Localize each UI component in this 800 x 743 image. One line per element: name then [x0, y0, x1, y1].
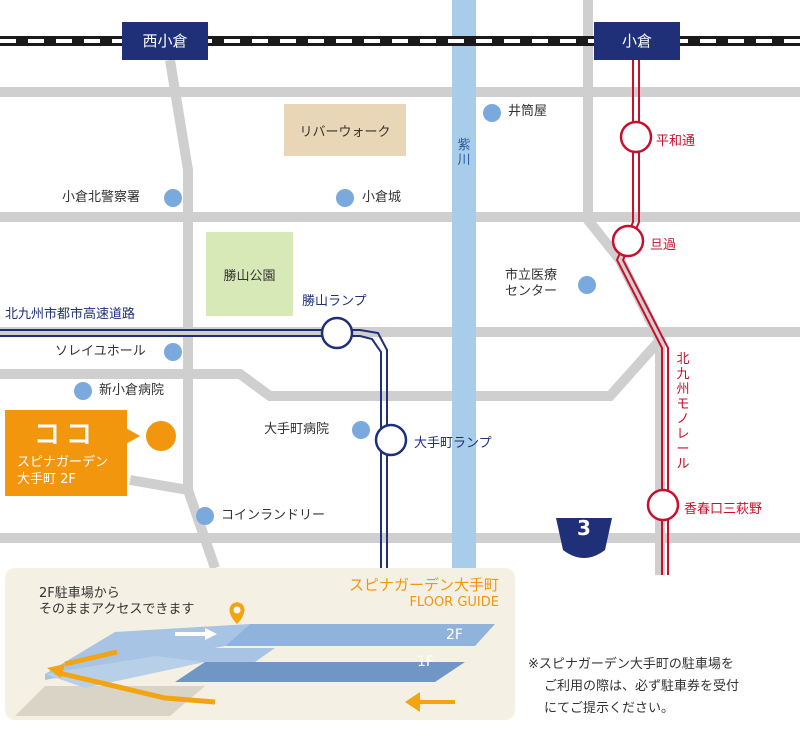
poi-dots: [74, 104, 596, 525]
route-arrow-lower: [54, 669, 216, 705]
poi-izutsuya-dot: [483, 104, 501, 122]
guide-ground: [15, 686, 205, 716]
monorail-station-kasuga: [646, 488, 680, 522]
floor-1f-label: 1F: [417, 654, 434, 670]
label-medical-line1: 市立医療: [505, 268, 558, 283]
ramp-otemachi: [374, 423, 408, 457]
label-otemachi-hospital: 大手町病院: [264, 422, 330, 437]
monorail-line: [615, 60, 669, 575]
label-medical-line2: センター: [505, 284, 558, 300]
here-title: ココ: [33, 420, 98, 450]
floor-2f-label: 2F: [446, 627, 463, 643]
label-monorail: 北九州モノレール: [676, 352, 690, 472]
floor-guide-subtitle: FLOOR GUIDE: [409, 595, 499, 610]
floor-guide-panel: 2F駐車場から そのままアクセスできます スピナガーデン大手町 FLOOR GU…: [5, 568, 515, 720]
arrow-head: [47, 664, 65, 678]
exit-arrow: [405, 692, 455, 712]
label-otemachi-ramp: 大手町ランプ: [414, 436, 492, 451]
route-3-shield: [556, 518, 612, 558]
monorail-station-tanga: [611, 224, 645, 258]
parking-note-line2: ご利用の際は、必ず駐車券を受付: [544, 679, 740, 694]
road: [0, 336, 664, 401]
katsuyama-park: 勝山公園: [206, 232, 293, 316]
here-marker: [146, 421, 176, 451]
floor-guide-header: スピナガーデン大手町 FLOOR GUIDE: [349, 574, 499, 610]
access-note-line2: そのままアクセスできます: [39, 602, 195, 618]
label-castle: 小倉城: [362, 190, 402, 205]
here-line2: 大手町 2F: [17, 472, 76, 487]
label-kasuga: 香春口三萩野: [684, 502, 763, 517]
label-river: 紫川: [457, 138, 471, 168]
route-arrow-upper: [64, 649, 118, 667]
label-police: 小倉北警察署: [62, 190, 141, 205]
here-box: ココ スピナガーデン 大手町 2F: [5, 410, 127, 496]
access-note: 2F駐車場から そのままアクセスできます: [39, 586, 194, 619]
label-medical: 市立医療 センター: [505, 268, 557, 301]
entry-arrow: [175, 628, 217, 640]
road: [129, 475, 189, 495]
parking-note-line1: ※スピナガーデン大手町の駐車場を: [528, 657, 734, 672]
label-soleil: ソレイユホール: [55, 344, 146, 359]
poi-police-dot: [164, 189, 182, 207]
poi-laundry-dot: [196, 507, 214, 525]
label-izutsuya: 井筒屋: [508, 104, 548, 119]
floor-2f: [225, 624, 495, 646]
label-katsuyama-ramp: 勝山ランプ: [302, 294, 367, 309]
station-kokura: 小倉: [594, 22, 680, 60]
access-note-line1: 2F駐車場から: [39, 586, 120, 601]
parking-note: ※スピナガーデン大手町の駐車場を ご利用の際は、必ず駐車券を受付 にてご提示くだ…: [528, 654, 739, 720]
route-number: 3: [577, 516, 591, 540]
label-shinkokura: 新小倉病院: [99, 383, 165, 398]
poi-soleil-dot: [164, 343, 182, 361]
label-laundry: コインランドリー: [221, 508, 326, 523]
poi-castle-dot: [336, 189, 354, 207]
station-nishi-kokura: 西小倉: [122, 22, 208, 60]
poi-otemachi-hospital-dot: [352, 421, 370, 439]
river-shiokawa: [452, 0, 476, 575]
monorail-station-heiwadori: [619, 120, 653, 154]
road: [583, 0, 665, 575]
riverwalk-block: リバーウォーク: [284, 104, 406, 156]
label-heiwadori: 平和通: [656, 134, 696, 149]
floor-guide-title: スピナガーデン大手町: [348, 576, 499, 594]
ramp-katsuyama: [320, 316, 354, 350]
floor-1f: [175, 662, 465, 682]
parking-note-line3: にてご提示ください。: [544, 701, 675, 716]
here-pointer: [126, 428, 140, 444]
here-subtitle: スピナガーデン 大手町 2F: [17, 454, 108, 488]
floor-guide-graphics: [15, 602, 495, 716]
label-expressway: 北九州市都市高速道路: [5, 307, 136, 322]
poi-medical-dot: [578, 276, 596, 294]
label-tanga: 旦過: [650, 238, 677, 253]
poi-shinkokura-dot: [74, 382, 92, 400]
here-line1: スピナガーデン: [17, 455, 109, 470]
